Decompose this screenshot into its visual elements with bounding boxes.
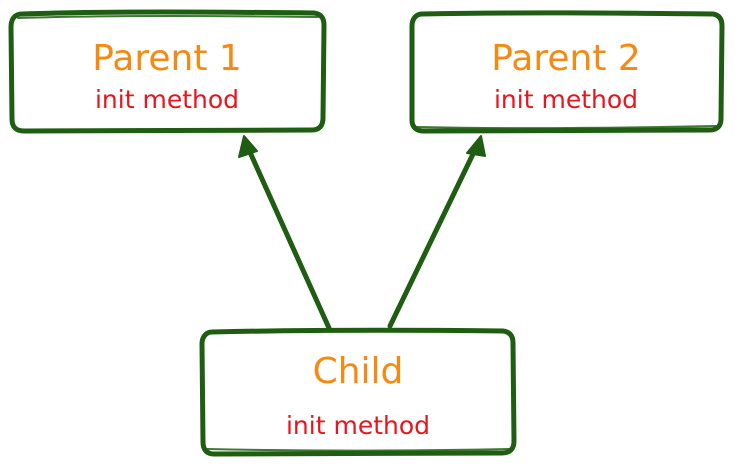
parent2-box-border bbox=[409, 10, 725, 134]
parent1-subtitle: init method bbox=[95, 85, 239, 114]
child-box-border bbox=[199, 327, 517, 457]
child-box: Child init method bbox=[199, 327, 517, 457]
parent2-box: Parent 2 init method bbox=[409, 10, 725, 134]
arrow-child-to-parent1 bbox=[238, 135, 332, 331]
parent2-title: Parent 2 bbox=[491, 38, 641, 79]
child-subtitle: init method bbox=[286, 411, 430, 440]
parent2-box-sketch bbox=[416, 125, 717, 130]
child-title: Child bbox=[313, 351, 404, 392]
child-box-sketch bbox=[206, 448, 510, 452]
parent1-box-border bbox=[8, 9, 327, 134]
parent1-box-sketch bbox=[17, 15, 319, 19]
parent2-subtitle: init method bbox=[494, 85, 638, 114]
parent1-box: Parent 1 init method bbox=[8, 9, 327, 134]
parent1-title: Parent 1 bbox=[92, 38, 242, 79]
arrow-child-to-parent2 bbox=[387, 135, 486, 329]
